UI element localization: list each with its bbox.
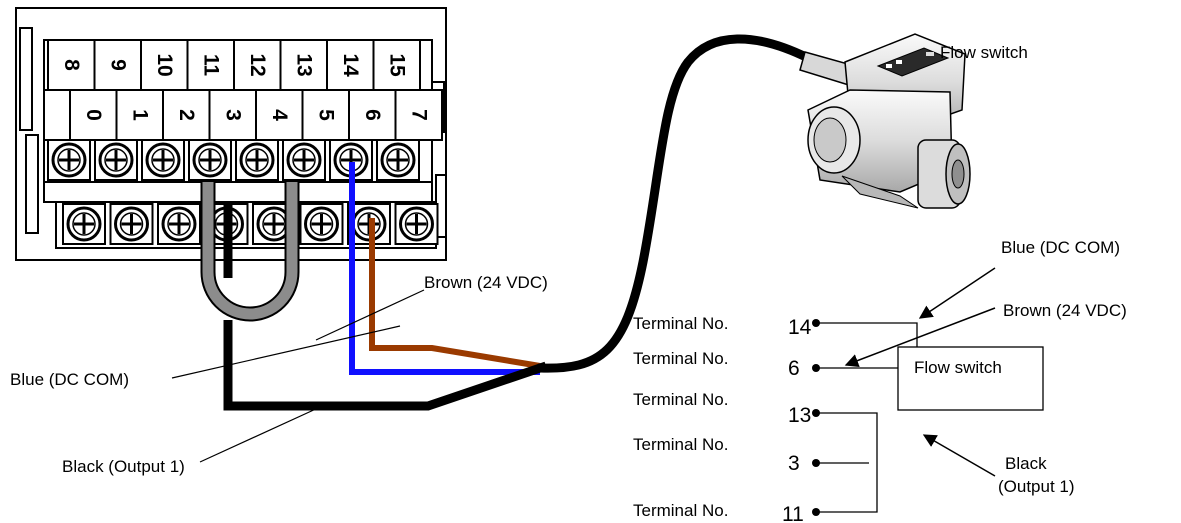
upper-screw-icon xyxy=(286,142,322,178)
blue-label-leader xyxy=(171,325,401,379)
terminal-bottom-label-7: 7 xyxy=(407,109,430,121)
terminal-top-label-11: 11 xyxy=(199,54,222,77)
lower-screw-icon xyxy=(114,206,149,242)
terminal-top-cell-11 xyxy=(186,39,235,91)
terminal-prefix-3: Terminal No. xyxy=(633,435,728,454)
schematic-brown-label: Brown (24 VDC) xyxy=(1003,301,1127,320)
flow-switch-label: Flow switch xyxy=(940,43,1028,62)
lower-screw-row xyxy=(62,203,439,245)
terminal-top-label-10: 10 xyxy=(153,53,176,76)
black-wire-label: Black (Output 1) xyxy=(62,457,185,476)
terminal-bottom-cell-2 xyxy=(162,89,211,141)
terminal-top-cell-14 xyxy=(326,39,375,91)
terminal-number-3: 3 xyxy=(788,452,800,475)
terminal-bottom-cell-1 xyxy=(115,89,164,141)
lower-screw-icon xyxy=(304,206,339,242)
schematic-blue-label: Blue (DC COM) xyxy=(1001,238,1120,257)
terminal-number-13: 13 xyxy=(788,404,811,427)
terminal-top-label-13: 13 xyxy=(292,53,315,76)
terminal-top-label-12: 12 xyxy=(246,53,269,76)
upper-screw-icon xyxy=(333,142,369,178)
upper-screw-icon xyxy=(380,142,416,178)
brown-label-leader xyxy=(315,289,425,341)
upper-screw-icon xyxy=(192,142,228,178)
upper-screw-icon xyxy=(239,142,275,178)
terminal-prefix-6: Terminal No. xyxy=(633,349,728,368)
schematic-flow-switch-box xyxy=(897,346,1044,411)
schematic-black-label-line1: Black xyxy=(1005,454,1047,473)
terminal-bottom-label-0: 0 xyxy=(82,109,105,121)
terminal-bottom-label-4: 4 xyxy=(268,109,291,121)
terminal-prefix-13: Terminal No. xyxy=(633,390,728,409)
terminal-top-cell-13 xyxy=(279,39,328,91)
terminal-bottom-label-2: 2 xyxy=(175,109,198,121)
brown-wire xyxy=(369,218,541,369)
terminal-bottom-label-1: 1 xyxy=(128,109,151,121)
terminal-number-6: 6 xyxy=(788,357,800,380)
terminal-top-cell-15 xyxy=(372,39,421,91)
upper-screw-icon xyxy=(98,142,134,178)
terminal-prefix-14: Terminal No. xyxy=(633,314,728,333)
sensor-cable xyxy=(535,34,813,373)
lower-screw-icon xyxy=(66,206,102,242)
schematic-blue-arrow xyxy=(918,267,996,319)
terminal-top-label-15: 15 xyxy=(385,53,408,77)
terminal-number-14: 14 xyxy=(788,316,812,339)
terminal-prefix-11: Terminal No. xyxy=(633,501,728,520)
terminal-bottom-label-6: 6 xyxy=(361,109,384,121)
top-row-numbers: 8 9 10 11 12 13 14 15 xyxy=(47,39,421,91)
terminal-bottom-cell-7 xyxy=(394,89,443,141)
schematic-brown-arrow xyxy=(844,307,996,367)
terminal-bottom-cell-5 xyxy=(301,89,350,141)
brown-wire-label: Brown (24 VDC) xyxy=(424,273,548,292)
schematic-jumper-13-11 xyxy=(816,412,878,513)
terminal-top-cell-12 xyxy=(233,39,282,91)
blue-wire xyxy=(349,162,540,375)
black-label-leader xyxy=(199,407,319,463)
terminal-number-11: 11 xyxy=(782,503,804,523)
schematic-box-label: Flow switch xyxy=(914,358,1002,377)
terminal-top-label-9: 9 xyxy=(106,59,129,71)
schematic-wire-14 xyxy=(816,322,918,347)
terminal-top-cell-10 xyxy=(140,39,189,91)
flow-switch-image xyxy=(799,33,971,209)
schematic: Terminal No. 14 Terminal No. 6 Terminal … xyxy=(633,238,1127,523)
upper-screw-icon xyxy=(51,142,87,178)
terminal-bottom-label-5: 5 xyxy=(314,109,337,121)
black-wire xyxy=(223,320,548,411)
schematic-black-arrow xyxy=(922,434,996,477)
terminal-top-label-8: 8 xyxy=(60,59,83,71)
upper-screw-row xyxy=(47,139,420,181)
lower-screw-icon xyxy=(399,206,434,242)
terminal-bottom-cell-3 xyxy=(208,89,257,141)
terminal-bottom-label-3: 3 xyxy=(221,109,244,121)
blue-wire-label: Blue (DC COM) xyxy=(10,370,129,389)
schematic-black-label-line2: (Output 1) xyxy=(998,477,1075,496)
upper-screw-icon xyxy=(145,142,181,178)
lower-screw-icon xyxy=(161,206,197,242)
bottom-row-numbers: 0 1 2 3 4 5 6 7 xyxy=(69,89,443,141)
terminal-top-label-14: 14 xyxy=(339,53,362,77)
